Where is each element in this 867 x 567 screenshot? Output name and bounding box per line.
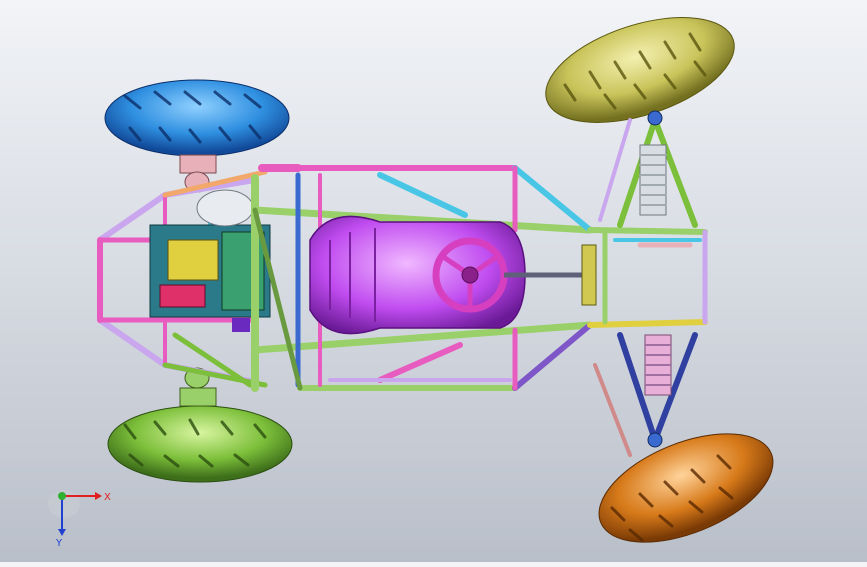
y-axis-label: Y <box>55 538 63 548</box>
tire-rear-right[interactable] <box>584 412 788 562</box>
z-axis-dot-icon <box>58 492 66 500</box>
tire-front-right[interactable] <box>533 0 747 143</box>
tire-front-left[interactable] <box>104 79 290 157</box>
main-frame <box>251 164 594 392</box>
front-suspension-left <box>593 332 698 457</box>
front-frame <box>587 227 708 328</box>
steering-column <box>504 244 597 306</box>
driver-seat <box>309 215 526 335</box>
front-suspension-right <box>598 110 698 228</box>
rear-axle-left-hub <box>179 154 217 407</box>
x-axis-label: X <box>104 492 111 503</box>
tire-rear-left[interactable] <box>107 405 293 483</box>
coordinate-triad: X Y <box>48 490 111 548</box>
